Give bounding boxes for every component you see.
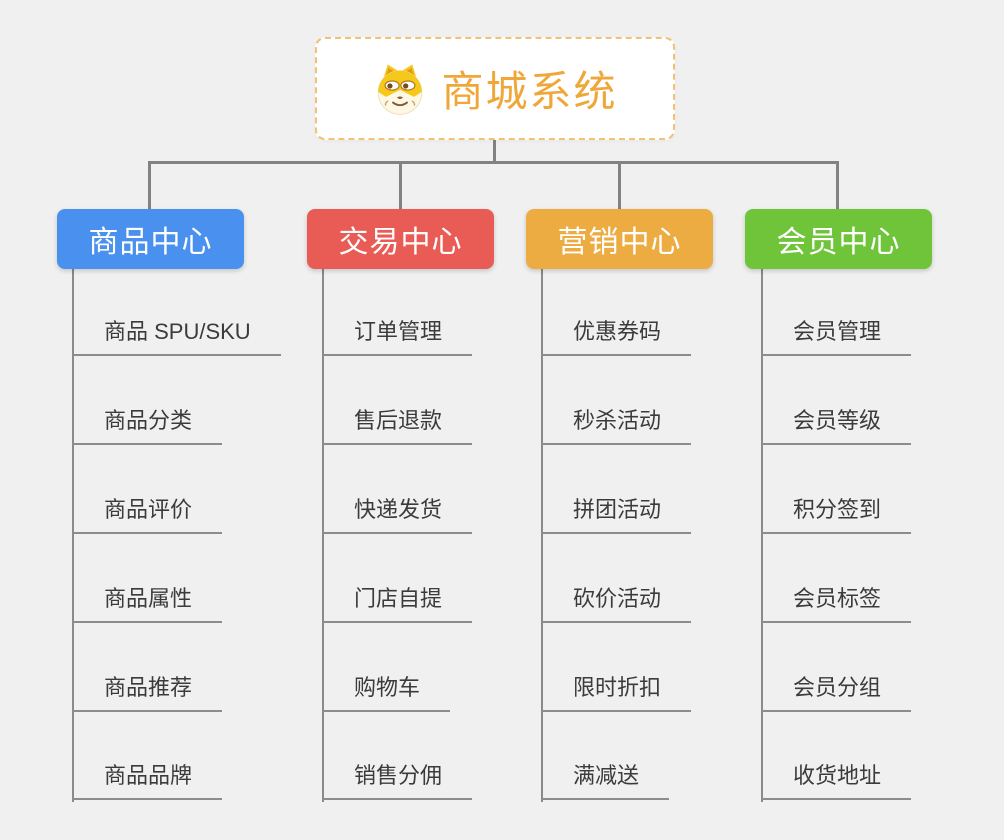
- child-topic[interactable]: 收货地址: [761, 763, 912, 800]
- child-topic[interactable]: 拼团活动: [541, 497, 692, 534]
- child-topic[interactable]: 商品推荐: [72, 675, 223, 712]
- child-topic[interactable]: 商品分类: [72, 408, 223, 445]
- child-topic[interactable]: 商品评价: [72, 497, 223, 534]
- child-topic[interactable]: 会员标签: [761, 586, 912, 623]
- child-topic[interactable]: 秒杀活动: [541, 408, 692, 445]
- root-node-title: 商城系统: [441, 68, 618, 115]
- connector-drop-2: [399, 161, 402, 210]
- child-topic[interactable]: 订单管理: [322, 319, 473, 356]
- child-topic[interactable]: 积分签到: [761, 497, 912, 534]
- child-topic[interactable]: 商品属性: [72, 586, 223, 623]
- child-topic[interactable]: 优惠券码: [541, 319, 692, 356]
- branch-node-trade-center[interactable]: 交易中心: [307, 209, 494, 269]
- connector-drop-3: [618, 161, 621, 210]
- branch-label: 商品中心: [88, 226, 213, 259]
- child-topic[interactable]: 售后退款: [322, 408, 473, 445]
- branch-label: 营销中心: [557, 226, 682, 259]
- child-topic[interactable]: 购物车: [322, 675, 451, 712]
- child-topic[interactable]: 砍价活动: [541, 586, 692, 623]
- branch-trunk-4: [761, 269, 763, 802]
- branch-node-product-center[interactable]: 商品中心: [57, 209, 244, 269]
- child-topic[interactable]: 满减送: [541, 763, 670, 800]
- child-topic[interactable]: 商品 SPU/SKU: [72, 319, 281, 356]
- root-node[interactable]: 商城系统: [315, 37, 675, 140]
- child-topic[interactable]: 快递发货: [322, 497, 473, 534]
- branch-label: 交易中心: [338, 226, 463, 259]
- connector-horizontal: [148, 161, 839, 164]
- branch-node-marketing-center[interactable]: 营销中心: [526, 209, 713, 269]
- branch-trunk-3: [541, 269, 543, 802]
- child-topic[interactable]: 会员分组: [761, 675, 912, 712]
- child-topic[interactable]: 会员等级: [761, 408, 912, 445]
- branch-trunk-1: [72, 269, 74, 802]
- child-topic[interactable]: 会员管理: [761, 319, 912, 356]
- branch-trunk-2: [322, 269, 324, 802]
- connector-root-stem: [493, 139, 496, 163]
- child-topic[interactable]: 销售分佣: [322, 763, 473, 800]
- child-topic[interactable]: 限时折扣: [541, 675, 692, 712]
- connector-drop-4: [836, 161, 839, 210]
- child-topic[interactable]: 商品品牌: [72, 763, 223, 800]
- branch-node-member-center[interactable]: 会员中心: [745, 209, 932, 269]
- connector-drop-1: [148, 161, 151, 210]
- dog-face-icon: [372, 61, 428, 117]
- child-topic[interactable]: 门店自提: [322, 586, 473, 623]
- branch-label: 会员中心: [776, 226, 901, 259]
